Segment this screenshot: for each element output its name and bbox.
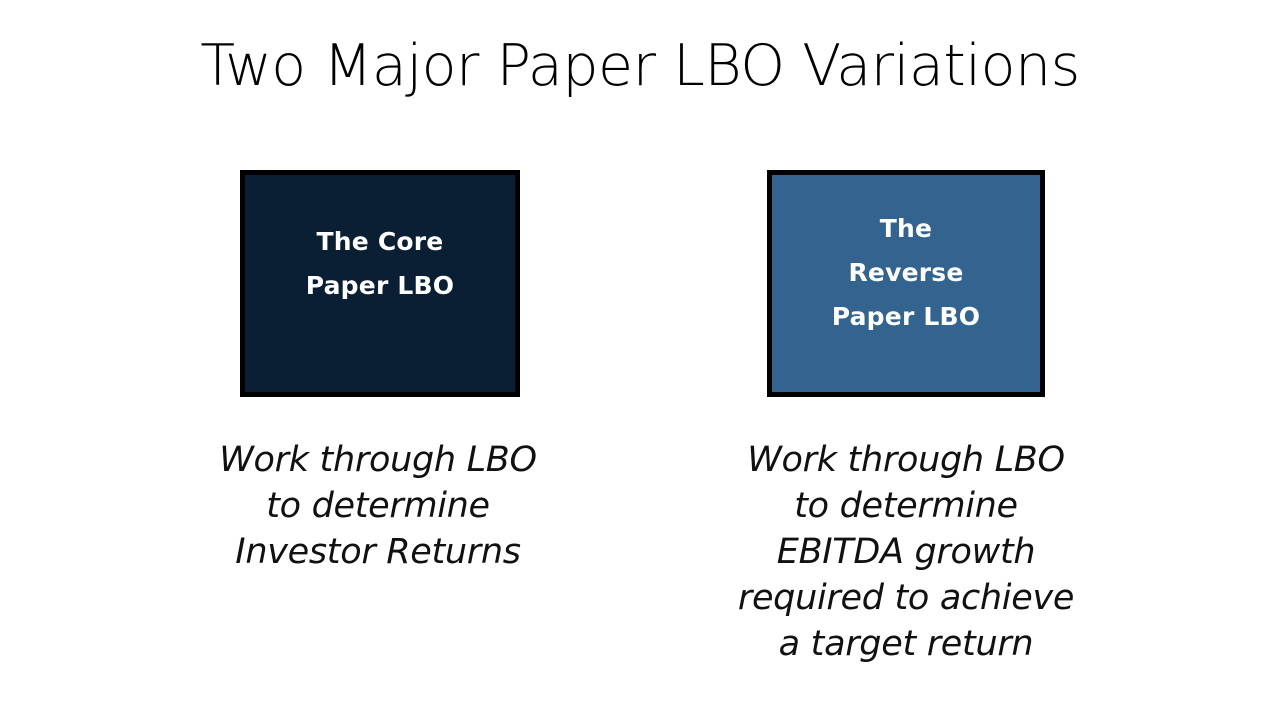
caption-reverse-paper-lbo: Work through LBO to determine EBITDA gro… [716, 437, 1096, 667]
caption-reverse-line-3: EBITDA growth [776, 532, 1036, 572]
concept-box-core-paper-lbo[interactable]: The Core Paper LBO [240, 170, 520, 397]
page-title: Two Major Paper LBO Variations [200, 33, 1080, 99]
concept-box-core-line-1: The Core [316, 226, 444, 256]
caption-reverse-line-4: required to achieve [737, 578, 1075, 618]
concept-box-reverse-line-2: Reverse [848, 257, 964, 287]
caption-core-line-3: Investor Returns [235, 532, 521, 572]
caption-reverse-line-2: to determine [794, 486, 1018, 526]
concept-box-reverse-paper-lbo[interactable]: The Reverse Paper LBO [767, 170, 1045, 397]
caption-core-paper-lbo: Work through LBO to determine Investor R… [188, 437, 568, 575]
concept-box-reverse-line-3: Paper LBO [831, 301, 981, 331]
caption-reverse-line-5: a target return [778, 624, 1034, 664]
caption-core-line-2: to determine [266, 486, 490, 526]
caption-core-line-1: Work through LBO [219, 440, 537, 480]
concept-box-reverse-line-1: The [879, 213, 933, 243]
concept-box-core-line-2: Paper LBO [305, 270, 455, 300]
caption-reverse-line-1: Work through LBO [747, 440, 1065, 480]
